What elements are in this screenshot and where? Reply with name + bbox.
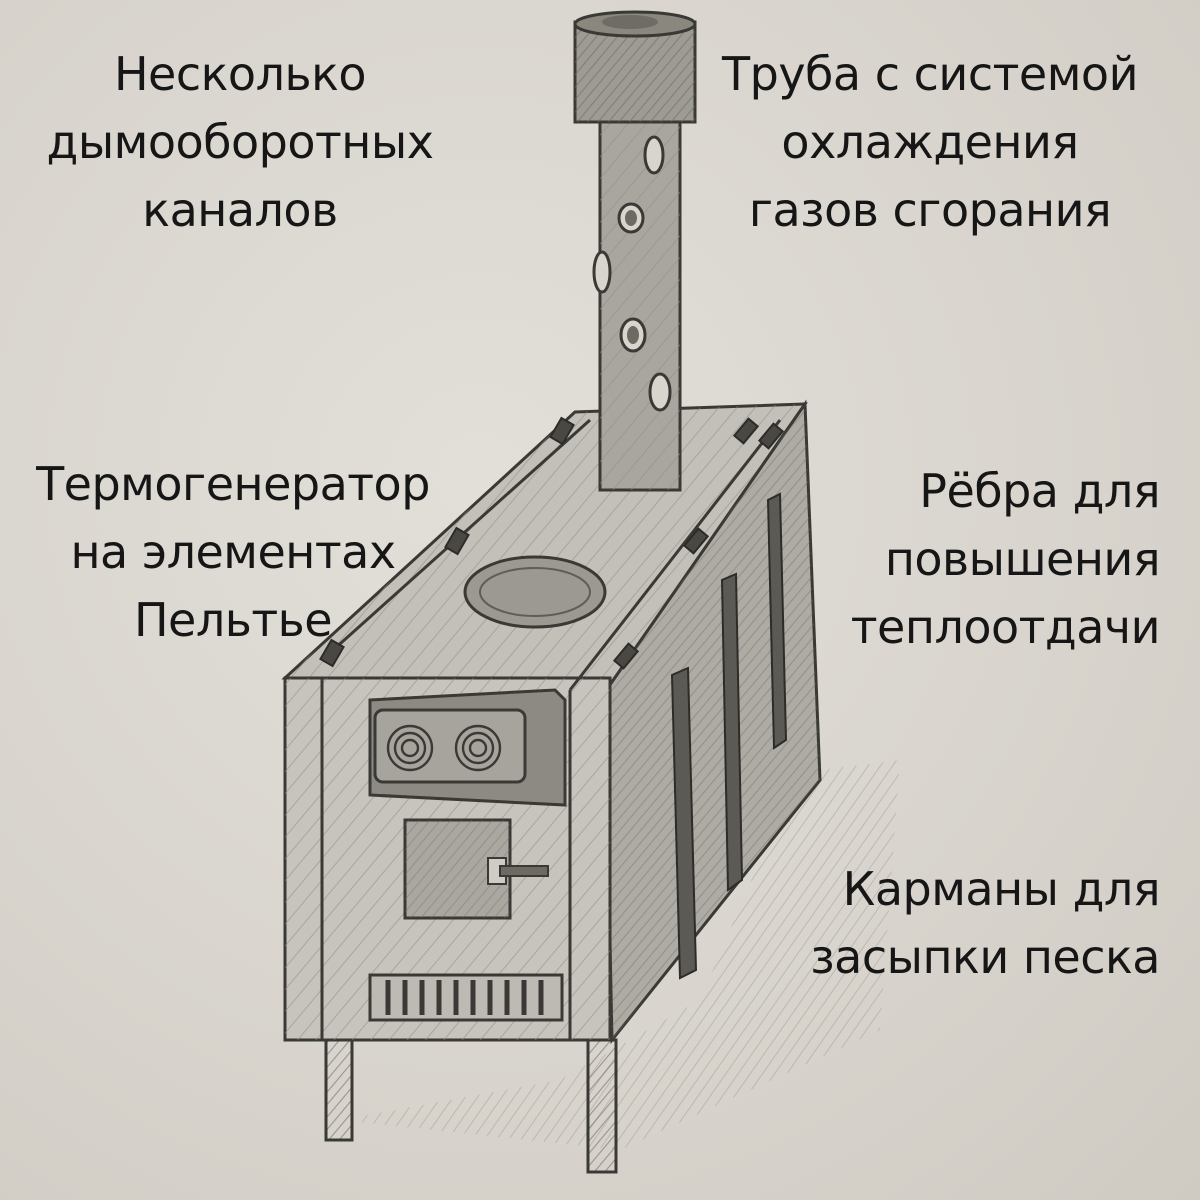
- ash-grate: [368, 973, 564, 1022]
- thermo-module: [368, 688, 567, 807]
- firebox-door: [403, 818, 549, 920]
- floor-shadow: [340, 760, 900, 1150]
- label-sand-pockets: Карманы для засыпки песка: [810, 862, 1160, 984]
- label-heat-fins: Рёбра для повышения теплоотдачи: [850, 464, 1161, 654]
- label-pipe-cooling: Труба с системой охлаждения газов сгоран…: [722, 47, 1138, 237]
- top-clips: [319, 416, 785, 670]
- chimney-pipe: [573, 10, 697, 492]
- label-smoke-channels: Несколько дымооборотных каналов: [46, 47, 434, 237]
- label-peltier-generator: Термогенератор на элементах Пельтье: [36, 457, 430, 647]
- heat-fins: [670, 492, 788, 980]
